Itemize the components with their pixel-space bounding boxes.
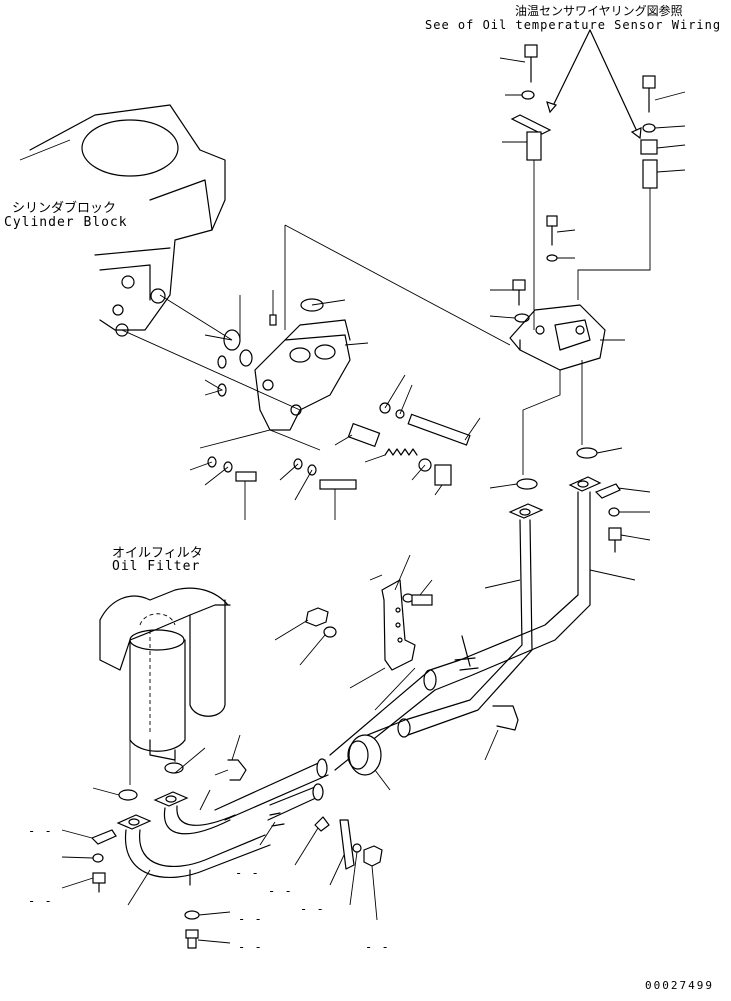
cylinder-block [19,104,226,337]
oil-pipes-left [61,789,271,949]
sensor-wiring-note-en: See of Oil temperature Sensor Wiring [425,18,722,32]
dash-mark: - - [268,884,293,898]
upper-right-fasteners [489,44,686,490]
adaptor-fasteners [121,290,357,520]
dash-mark: - - [365,940,390,954]
hoses [214,669,436,846]
oil-pipes-right [397,476,651,761]
dash-mark: - - [28,824,53,838]
sensor-note-arrows [546,29,642,140]
dash-mark: - - [235,866,260,880]
dash-mark: - - [28,894,53,908]
relief-valve-parts [334,374,481,496]
lower-clamp [294,816,383,921]
oil-filter-label-jp: オイルフィルタ [112,546,203,561]
oil-filter-label-en: Oil Filter [112,559,201,574]
cylinder-block-label-en: Cylinder Block [4,215,128,230]
pipe-bracket [274,554,433,711]
drawing-number: 00027499 [645,979,714,992]
dash-mark: - - [238,940,263,954]
sensor-wiring-note-jp: 油温センサワイヤリング図参照 [515,4,683,18]
dash-mark: - - [300,902,325,916]
oil-filter [92,587,231,801]
adaptor-block [254,298,369,431]
dash-mark: - - [238,912,263,926]
cylinder-block-label-jp: シリンダブロック [12,201,117,216]
